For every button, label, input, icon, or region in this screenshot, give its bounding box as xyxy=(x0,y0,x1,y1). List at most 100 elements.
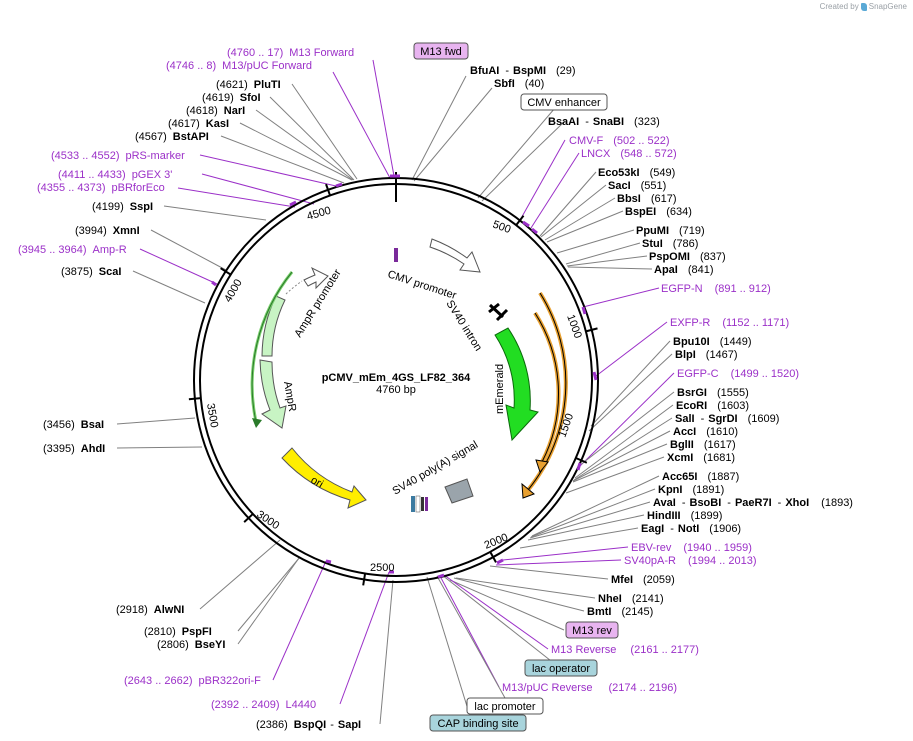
leader-line xyxy=(272,560,327,681)
leader-line xyxy=(239,122,353,181)
bfuai-label: BfuAI-BspMI(29) xyxy=(470,65,576,77)
m13-puc-reverse-label: M13/pUC Reverse(2174 .. 2196) xyxy=(502,682,677,694)
primer-mark xyxy=(522,220,530,228)
primer-mark xyxy=(531,227,538,235)
eco53ki-label: Eco53kI(549) xyxy=(598,167,675,179)
leader-line xyxy=(237,556,301,632)
bsaai-label: BsaAI-SnaBI(323) xyxy=(548,116,660,128)
leader-line xyxy=(150,229,227,271)
box-m13-rev[interactable]: M13 rev xyxy=(565,621,619,639)
leader-line xyxy=(411,75,467,181)
blpi-label: BlpI(1467) xyxy=(675,349,738,361)
leader-line xyxy=(291,83,358,180)
box-m13-fwd[interactable]: M13 fwd xyxy=(413,42,469,60)
left-labels: (4760 .. 17)M13 Forward (4746 .. 8)M13/p… xyxy=(18,47,361,731)
acc65i-label: Acc65I(1887) xyxy=(662,471,739,483)
svg-text:lac promoter: lac promoter xyxy=(474,701,535,713)
leader-line xyxy=(556,229,635,254)
feature-ampr[interactable] xyxy=(259,295,287,429)
bsai-label: (3456)BsaI xyxy=(43,419,104,431)
kasi-label: (4617)KasI xyxy=(168,118,229,130)
bspqi-sapi-label: (2386)BspQI-SapI xyxy=(256,719,361,731)
feature-orange-arc-inner xyxy=(533,311,561,474)
pbrforeco-label: (4355 .. 4373)pBRforEco xyxy=(37,182,165,194)
leader-line xyxy=(139,248,218,285)
m13-forward-label: (4760 .. 17)M13 Forward xyxy=(227,47,354,59)
l4440-label: (2392 .. 2409)L4440 xyxy=(211,699,316,711)
leader-line xyxy=(572,430,671,482)
svg-text:CAP binding site: CAP binding site xyxy=(437,718,518,730)
feature-sv40-polya[interactable] xyxy=(444,478,474,504)
primer-mark xyxy=(581,306,587,315)
svg-text:CMV enhancer: CMV enhancer xyxy=(527,97,601,109)
label-ampr: AmpR xyxy=(281,380,298,412)
leader-line xyxy=(531,475,660,537)
m13-puc-forward-label: (4746 .. 8)M13/pUC Forward xyxy=(166,60,312,72)
tick-label-500: 500 xyxy=(491,219,512,237)
box-cmv-enhancer[interactable]: CMV enhancer xyxy=(520,93,608,111)
prs-marker-label: (4533 .. 4552)pRS-marker xyxy=(51,150,185,162)
feature-cmv-promoter[interactable] xyxy=(429,238,481,273)
backbone-tick xyxy=(220,267,232,276)
box-lac-operator[interactable]: lac operator xyxy=(524,659,598,677)
leader-line xyxy=(199,539,281,610)
plasmid-name: pCMV_mEm_4GS_LF82_364 xyxy=(322,372,471,384)
leader-line xyxy=(237,557,300,645)
leader-line xyxy=(163,205,267,221)
amp-r-primer-label: (3945 .. 3964)Amp-R xyxy=(18,244,127,256)
pbr322ori-label: (2643 .. 2662)pBR322ori-F xyxy=(124,675,261,687)
credit-prefix: Created by xyxy=(819,2,859,11)
leader-line xyxy=(574,404,674,479)
feature-small-blocks xyxy=(394,248,428,513)
svg-text:M13 rev: M13 rev xyxy=(572,625,612,637)
feature-ori[interactable] xyxy=(281,447,367,509)
alwni-label: (2918)AlwNI xyxy=(116,604,184,616)
feature-ampr-promoter[interactable] xyxy=(285,266,329,295)
leader-line xyxy=(269,96,355,181)
leader-line xyxy=(502,546,629,561)
feature-memerald[interactable] xyxy=(494,327,539,442)
feature-sv40-intron[interactable] xyxy=(488,302,509,322)
backbone-tick xyxy=(188,397,201,401)
bseyi-label: (2806)BseYI xyxy=(157,639,225,651)
leader-line xyxy=(201,173,315,205)
leader-line xyxy=(339,571,390,705)
leader-line xyxy=(595,321,668,377)
leader-line xyxy=(565,242,641,265)
primer-mark xyxy=(289,200,297,207)
pspfi-label: (2810)PspFI xyxy=(144,626,212,638)
sali-label: SalI-SgrDI(1609) xyxy=(675,413,779,425)
leader-line xyxy=(441,574,561,669)
leader-line xyxy=(495,559,622,566)
leader-line xyxy=(443,574,549,650)
ahdi-label: (3395)AhdI xyxy=(43,443,105,455)
exfp-r-label: EXFP-R(1152 .. 1171) xyxy=(670,317,789,329)
leader-line xyxy=(572,443,668,483)
leader-line xyxy=(530,152,580,229)
leader-line xyxy=(379,579,394,725)
leader-line xyxy=(116,446,203,449)
leader-line xyxy=(529,501,651,539)
primer-mark xyxy=(437,573,445,579)
egfp-n-label: EGFP-N(891 .. 912) xyxy=(661,283,771,295)
apai-label: ApaI(841) xyxy=(654,264,714,276)
leader-line xyxy=(566,255,648,267)
ppumi-label: PpuMI(719) xyxy=(636,225,705,237)
tick-label-2500: 2500 xyxy=(370,562,394,574)
tick-label-4500: 4500 xyxy=(306,205,333,223)
primer-mark xyxy=(496,558,504,565)
backbone-tick xyxy=(575,457,588,464)
mfei-label: MfeI(2059) xyxy=(611,574,675,586)
leader-line xyxy=(220,135,345,184)
box-lac-promoter[interactable]: lac promoter xyxy=(466,697,544,715)
leader-line xyxy=(449,579,565,631)
sspi-label: (4199)SspI xyxy=(92,201,153,213)
lncx-label: LNCX(548 .. 572) xyxy=(581,148,677,160)
box-cap-binding-site[interactable]: CAP binding site xyxy=(429,714,527,732)
leader-line xyxy=(132,270,206,304)
bmti-label: BmtI(2145) xyxy=(587,606,653,618)
sfoi-label: (4619)SfoI xyxy=(202,92,261,104)
leader-line xyxy=(455,577,596,599)
ebv-rev-label: EBV-rev(1940 .. 1959) xyxy=(631,542,752,554)
